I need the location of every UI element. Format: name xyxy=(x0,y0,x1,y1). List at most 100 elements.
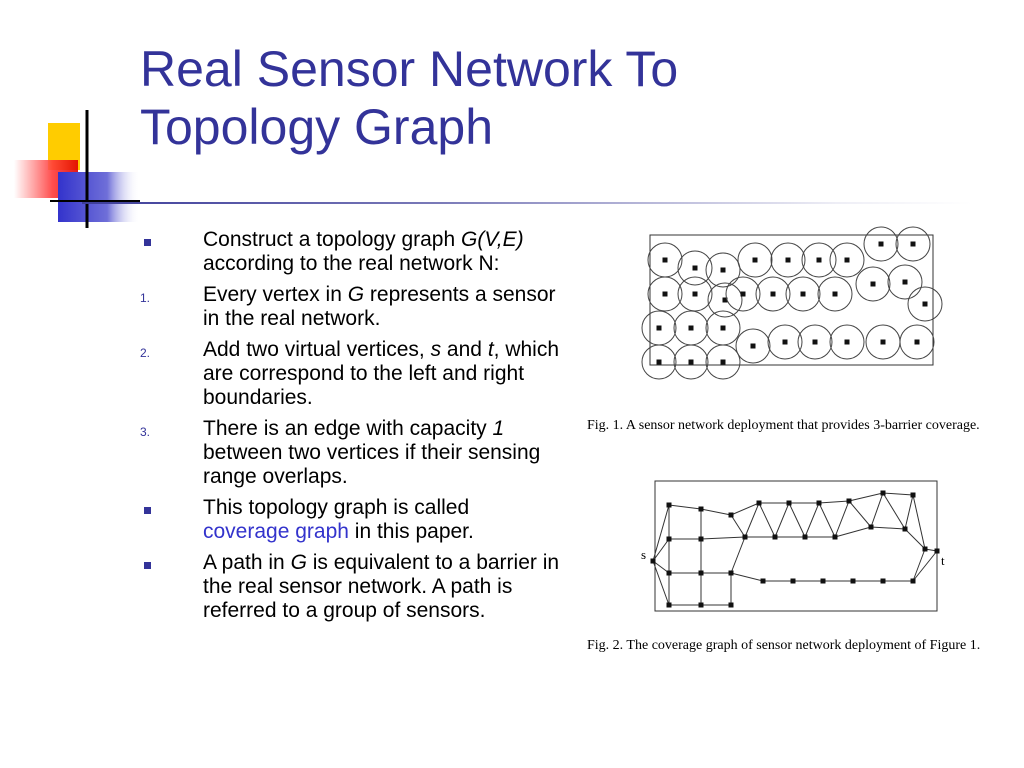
sensing-range-circle xyxy=(855,266,891,302)
bullet-italic: G(V,E) xyxy=(461,228,524,251)
graph-edge xyxy=(912,494,926,550)
graph-node xyxy=(846,498,852,504)
figure-1-caption: Fig. 1. A sensor network deployment that… xyxy=(587,418,980,433)
sensor-node xyxy=(880,339,886,345)
sensing-range-circle xyxy=(677,250,713,286)
sensor-node xyxy=(844,339,850,345)
graph-node xyxy=(902,526,908,532)
graph-node xyxy=(666,536,672,542)
sensor-node xyxy=(785,257,791,263)
graph-edge xyxy=(652,504,670,562)
graph-edge xyxy=(818,502,836,538)
sensor-node xyxy=(720,267,726,273)
sensor-node xyxy=(662,291,668,297)
item-text: and xyxy=(441,338,488,361)
sensing-range-circle xyxy=(725,276,761,312)
sensor-node xyxy=(902,279,908,285)
sensing-range-circle xyxy=(770,242,806,278)
graph-edge xyxy=(848,492,884,502)
item-text: represents a sensor in the real network. xyxy=(203,283,556,330)
slide-title-line-1: Real Sensor Network To xyxy=(140,41,679,97)
graph-node xyxy=(760,578,766,584)
graph-node xyxy=(728,570,734,576)
graph-edge xyxy=(882,492,914,496)
sensor-node xyxy=(662,257,668,263)
sensing-range-circle xyxy=(735,328,771,364)
graph-edge xyxy=(834,526,872,538)
item-italic: t xyxy=(487,338,494,361)
graph-node xyxy=(880,490,886,496)
graph-node xyxy=(922,546,928,552)
sensing-range-circle xyxy=(829,242,865,278)
graph-node xyxy=(666,602,672,608)
graph-edge xyxy=(652,560,670,574)
bullet-text: This topology graph is called xyxy=(203,496,470,519)
numbered-item-3: 3. There is an edge with capacity 1 betw… xyxy=(140,417,560,489)
graph-node xyxy=(666,570,672,576)
sensor-node xyxy=(832,291,838,297)
label-t: t xyxy=(941,553,945,568)
item-italic: 1 xyxy=(492,417,505,440)
graph-node xyxy=(772,534,778,540)
graph-edge xyxy=(788,502,806,538)
sensing-range-circle xyxy=(801,242,837,278)
sensor-node xyxy=(812,339,818,345)
sensing-range-circle xyxy=(647,276,683,312)
graph-edge xyxy=(652,560,670,606)
sensing-range-circle xyxy=(785,276,821,312)
graph-node xyxy=(934,548,940,554)
graph-node xyxy=(698,570,704,576)
sensor-circles xyxy=(641,226,943,380)
graph-edge xyxy=(882,492,906,530)
sensor-node xyxy=(922,301,928,307)
bullet-text: A path in xyxy=(203,551,291,574)
graph-node xyxy=(786,500,792,506)
graph-edge xyxy=(904,528,926,550)
item-text: Every vertex in xyxy=(203,283,348,306)
item-italic: s xyxy=(430,338,442,361)
sensor-node xyxy=(816,257,822,263)
sensing-range-circle xyxy=(705,252,741,288)
graph-node xyxy=(868,524,874,530)
sensor-node xyxy=(656,359,662,365)
sensor-node xyxy=(752,257,758,263)
item-text: Add two virtual vertices, xyxy=(203,338,431,361)
bullet-coverage-graph: This topology graph is called coverage g… xyxy=(140,496,560,544)
graph-node xyxy=(728,512,734,518)
graph-node xyxy=(802,534,808,540)
sensor-node xyxy=(688,325,694,331)
sensing-range-circle xyxy=(705,344,741,380)
sensor-node xyxy=(878,241,884,247)
sensor-node xyxy=(750,343,756,349)
item-text: between two vertices if their sensing ra… xyxy=(203,441,541,488)
numbered-item-1: 1. Every vertex in G represents a sensor… xyxy=(140,283,560,331)
bullet-construct-graph: Construct a topology graph G(V,E) accord… xyxy=(140,228,560,276)
graph-node xyxy=(742,534,748,540)
sensor-node xyxy=(770,291,776,297)
bullet-path-barrier: A path in G is equivalent to a barrier i… xyxy=(140,551,560,623)
sensing-range-circle xyxy=(755,276,791,312)
graph-nodes xyxy=(650,490,940,608)
graph-edge xyxy=(668,504,702,510)
graph-edge xyxy=(758,502,776,538)
number-marker: 1. xyxy=(140,291,151,305)
graph-edge xyxy=(700,536,746,540)
number-marker: 3. xyxy=(140,425,151,439)
sensor-node xyxy=(692,265,698,271)
graph-node xyxy=(880,578,886,584)
title-divider xyxy=(82,202,972,204)
sensing-range-circle xyxy=(829,324,865,360)
sensing-range-circle xyxy=(673,344,709,380)
figure-sensor-deployment xyxy=(641,226,943,380)
sensor-node xyxy=(740,291,746,297)
graph-node xyxy=(698,506,704,512)
graph-edge xyxy=(744,502,760,538)
slide-title-line-2: Topology Graph xyxy=(140,99,494,155)
item-text: There is an edge with capacity xyxy=(203,417,493,440)
graph-edge xyxy=(730,514,746,538)
graph-node xyxy=(698,602,704,608)
graph-node xyxy=(650,558,656,564)
sensor-node xyxy=(782,339,788,345)
graph-edge xyxy=(700,508,732,516)
graph-edge xyxy=(774,502,790,538)
